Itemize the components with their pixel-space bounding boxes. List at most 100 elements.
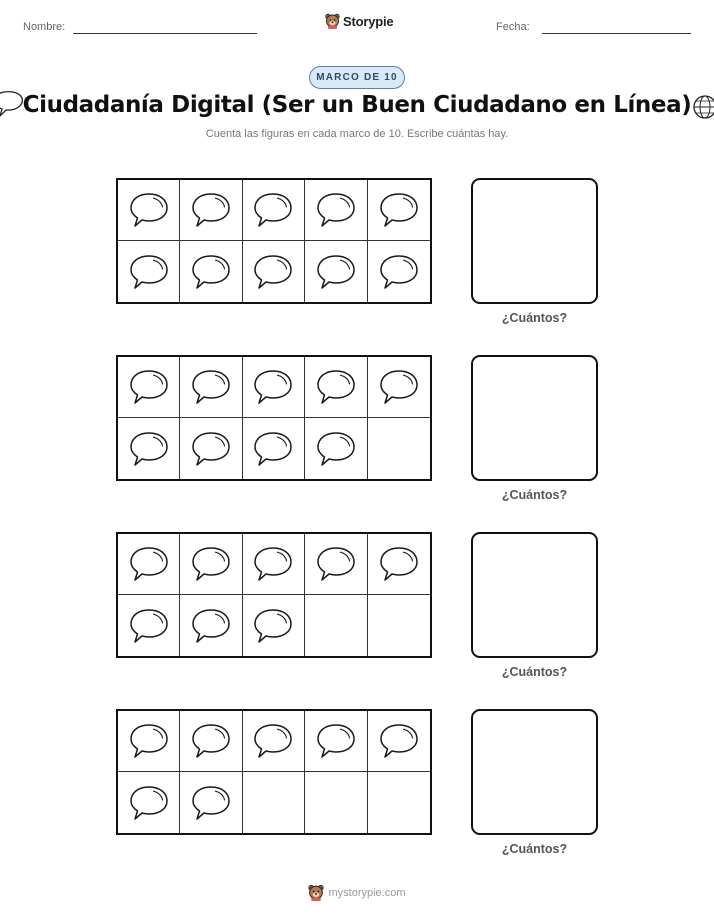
ten-frame-cell	[305, 534, 368, 595]
speech-bubble-icon	[253, 544, 293, 584]
ten-frame-cell	[367, 534, 430, 595]
speech-bubble-icon	[253, 429, 293, 469]
how-many-label: ¿Cuántos?	[501, 665, 568, 679]
ten-frame-cell	[118, 711, 181, 772]
speech-bubble-icon	[379, 721, 419, 761]
speech-bubble-icon	[191, 721, 231, 761]
ten-frame-cell	[305, 595, 368, 656]
globe-decoration-icon	[693, 95, 714, 119]
answer-box[interactable]	[471, 178, 598, 304]
ten-frame-cell	[305, 772, 368, 833]
ten-frame-cell	[180, 534, 243, 595]
ten-frame-cell	[305, 357, 368, 418]
answer-box[interactable]	[471, 532, 598, 658]
speech-bubble-icon	[129, 721, 169, 761]
ten-frame-cell	[243, 418, 306, 479]
speech-bubble-icon	[316, 367, 356, 407]
ten-frame-cell	[118, 595, 181, 656]
speech-bubble-icon	[253, 190, 293, 230]
ten-frame-cell	[305, 180, 368, 241]
speech-bubble-icon	[316, 544, 356, 584]
speech-bubble-icon	[316, 429, 356, 469]
ten-frame-cell	[180, 711, 243, 772]
ten-frame-cell	[180, 418, 243, 479]
ten-frame-cell	[180, 772, 243, 833]
speech-bubble-icon	[253, 252, 293, 292]
speech-bubble-icon	[316, 252, 356, 292]
speech-bubble-icon	[191, 190, 231, 230]
brand-name: Storypie	[343, 13, 394, 29]
speech-bubble-icon	[253, 367, 293, 407]
ten-frame-cell	[118, 534, 181, 595]
speech-bubble-icon	[191, 252, 231, 292]
speech-bubble-icon	[129, 606, 169, 646]
answer-box[interactable]	[471, 709, 598, 835]
name-label: Nombre:	[23, 21, 66, 33]
ten-frame-cell	[118, 418, 181, 479]
ten-frame-cell	[242, 357, 306, 418]
ten-frame-cell	[367, 711, 430, 772]
speech-bubble-icon	[379, 544, 419, 584]
speech-bubble-icon	[316, 190, 356, 230]
speech-bubble-icon	[253, 721, 293, 761]
speech-bubble-icon	[316, 721, 356, 761]
bear-mascot-footer-icon	[308, 884, 325, 901]
ten-frame-cell	[118, 772, 181, 833]
ten-frame-cell	[243, 772, 306, 833]
how-many-label: ¿Cuántos?	[501, 842, 568, 856]
ten-frame-cell	[242, 180, 306, 241]
name-input-line[interactable]	[73, 33, 257, 34]
ten-frame-cell	[118, 241, 181, 302]
ten-frame-cell	[242, 711, 306, 772]
date-label: Fecha:	[496, 21, 530, 33]
ten-frame	[116, 532, 432, 658]
ten-frame-cell	[368, 595, 430, 656]
speech-bubble-icon	[253, 606, 293, 646]
ten-frame-cell	[180, 241, 243, 302]
ten-frame	[116, 355, 432, 481]
ten-frame-cell	[242, 534, 306, 595]
ten-frame	[116, 709, 432, 835]
speech-bubble-icon	[129, 190, 169, 230]
ten-frame-cell	[180, 180, 243, 241]
speech-bubble-icon	[191, 429, 231, 469]
instructions: Cuenta las figuras en cada marco de 10. …	[205, 128, 509, 140]
speech-bubble-icon	[129, 252, 169, 292]
ten-frame-cell	[305, 711, 368, 772]
speech-bubble-icon	[129, 783, 169, 823]
date-input-line[interactable]	[542, 33, 691, 34]
worksheet-type-badge: MARCO DE 10	[309, 66, 405, 89]
footer-url: mystorypie.com	[328, 886, 406, 899]
page-title: Ciudadanía Digital (Ser un Buen Ciudadan…	[22, 92, 692, 118]
ten-frame	[116, 178, 432, 304]
speech-bubble-decoration-icon	[0, 91, 23, 117]
speech-bubble-icon	[379, 190, 419, 230]
answer-box[interactable]	[471, 355, 598, 481]
speech-bubble-icon	[191, 544, 231, 584]
speech-bubble-icon	[379, 252, 419, 292]
ten-frame-cell	[368, 241, 430, 302]
ten-frame-cell	[243, 241, 306, 302]
ten-frame-cell	[368, 772, 430, 833]
how-many-label: ¿Cuántos?	[501, 488, 568, 502]
footer: mystorypie.com	[0, 884, 714, 901]
speech-bubble-icon	[129, 544, 169, 584]
ten-frame-cell	[305, 241, 368, 302]
how-many-label: ¿Cuántos?	[501, 311, 568, 325]
ten-frame-cell	[243, 595, 306, 656]
speech-bubble-icon	[191, 606, 231, 646]
ten-frame-cell	[118, 357, 181, 418]
bear-mascot-icon	[325, 13, 340, 29]
ten-frame-cell	[305, 418, 368, 479]
ten-frame-cell	[368, 418, 430, 479]
speech-bubble-icon	[129, 367, 169, 407]
speech-bubble-icon	[191, 783, 231, 823]
speech-bubble-icon	[379, 367, 419, 407]
speech-bubble-icon	[191, 367, 231, 407]
ten-frame-cell	[180, 357, 243, 418]
ten-frame-cell	[180, 595, 243, 656]
brand-logo: Storypie	[325, 13, 394, 29]
ten-frame-cell	[118, 180, 181, 241]
speech-bubble-icon	[129, 429, 169, 469]
ten-frame-cell	[367, 180, 430, 241]
